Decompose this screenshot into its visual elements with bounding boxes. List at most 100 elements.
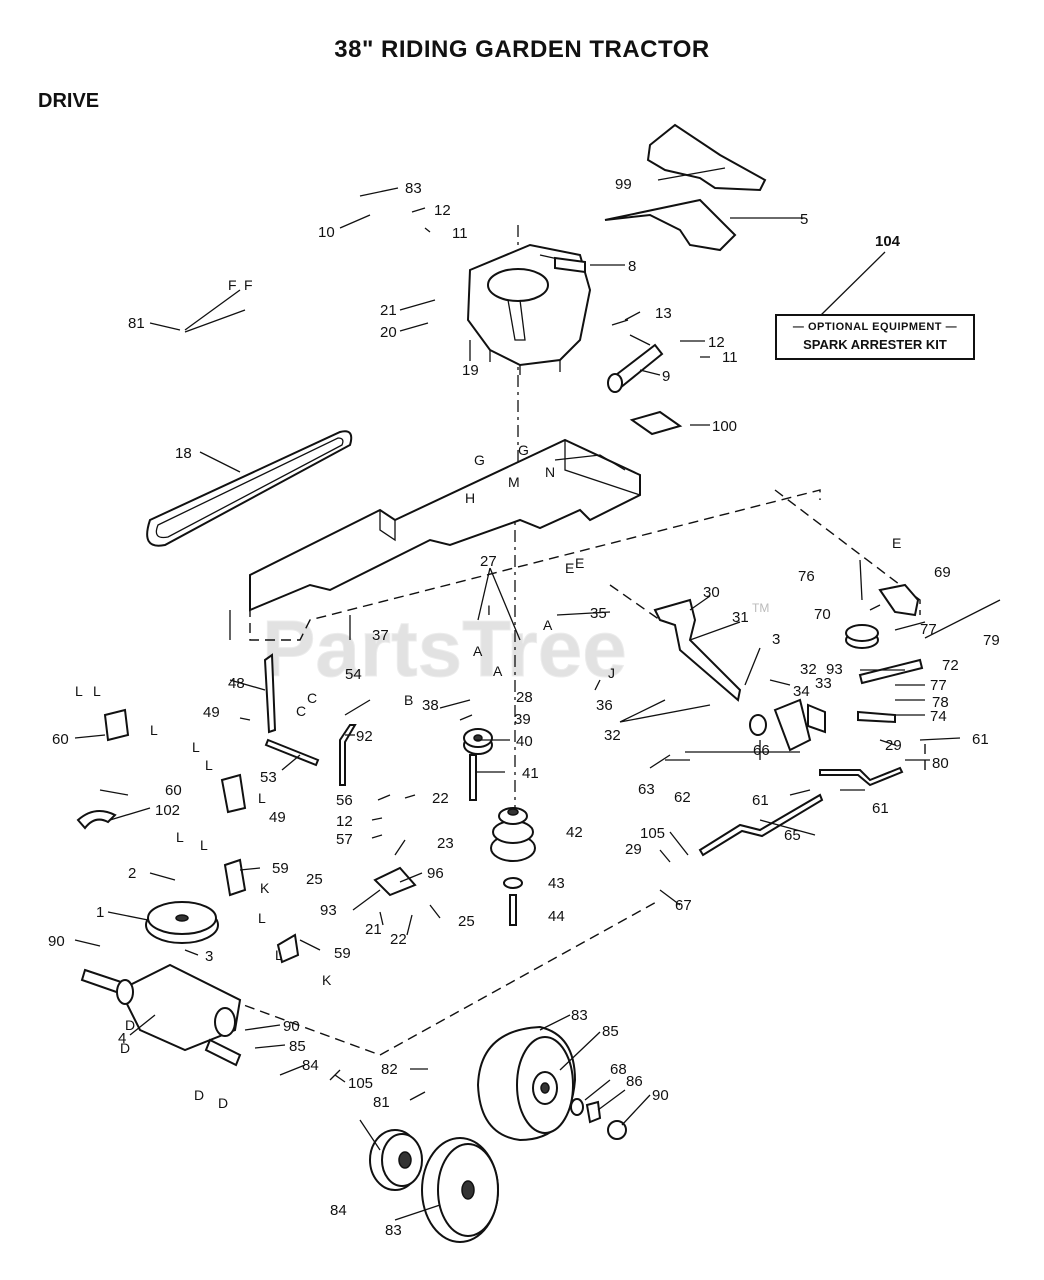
bolt-40 bbox=[469, 754, 477, 801]
callout-100: 100 bbox=[712, 418, 737, 435]
section-heading: DRIVE bbox=[38, 90, 100, 112]
rear-wheel bbox=[476, 1025, 577, 1142]
bracket-53b bbox=[276, 933, 300, 964]
svg-text:J: J bbox=[608, 665, 615, 681]
idler-pulley-39 bbox=[463, 728, 493, 755]
callout-70: 78 bbox=[932, 694, 949, 711]
callout-79: 83 bbox=[385, 1222, 402, 1239]
callout-labels: 83 12 11 10 8 5 99 104 21 20 19 13 12 11… bbox=[48, 176, 1000, 1239]
callout-15: 20 bbox=[380, 324, 397, 341]
cap-83 bbox=[585, 1100, 602, 1124]
callout-8: 8 bbox=[628, 258, 636, 275]
callout-71: 79 bbox=[983, 632, 1000, 649]
callout-40: 41 bbox=[522, 765, 539, 782]
callout-10: 10 bbox=[318, 224, 335, 241]
shift-rod bbox=[653, 598, 742, 702]
muffler bbox=[607, 319, 664, 393]
svg-text:D: D bbox=[218, 1095, 228, 1111]
svg-text:N: N bbox=[545, 464, 555, 480]
callout-93: 96 bbox=[427, 865, 444, 882]
callout-19: 22 bbox=[432, 790, 449, 807]
spark-arrester-kit-label: SPARK ARRESTER KIT bbox=[803, 337, 947, 352]
callout-28b: 29 bbox=[625, 841, 642, 858]
callout-11b: 11 bbox=[722, 349, 738, 366]
svg-text:A: A bbox=[493, 663, 503, 679]
callout-34: 35 bbox=[590, 605, 607, 622]
callout-11a: 11 bbox=[452, 225, 468, 242]
brake-rod-58 bbox=[698, 793, 824, 857]
lever-86 bbox=[339, 724, 357, 786]
bracket-67 bbox=[857, 710, 896, 724]
callout-45b: 49 bbox=[269, 809, 286, 826]
callout-17: 18 bbox=[175, 445, 192, 462]
callout-38: 39 bbox=[514, 711, 531, 728]
svg-text:M: M bbox=[508, 474, 520, 490]
svg-text:D: D bbox=[120, 1040, 130, 1056]
callout-83: 86 bbox=[626, 1073, 643, 1090]
engine-pulley-41 bbox=[490, 807, 536, 862]
callout-13b: 13 bbox=[655, 305, 672, 322]
callout-66: 72 bbox=[942, 657, 959, 674]
svg-text:I: I bbox=[487, 602, 491, 618]
heat-shield bbox=[604, 198, 737, 252]
svg-text:L: L bbox=[205, 757, 213, 773]
callout-1: 1 bbox=[96, 904, 104, 921]
callout-53b: 59 bbox=[334, 945, 351, 962]
callout-14: 19 bbox=[462, 362, 479, 379]
callout-56a: 61 bbox=[972, 731, 989, 748]
callout-23a: 25 bbox=[306, 871, 323, 888]
transaxle bbox=[80, 963, 242, 1067]
callout-28a: 29 bbox=[885, 737, 902, 754]
belt-guide-102 bbox=[76, 810, 117, 830]
leader-lines bbox=[74, 167, 961, 1221]
callout-58: 65 bbox=[784, 827, 801, 844]
svg-text:H: H bbox=[465, 490, 475, 506]
callout-67: 74 bbox=[930, 708, 947, 725]
optional-equipment-box: — OPTIONAL EQUIPMENT — SPARK ARRESTER KI… bbox=[775, 314, 975, 360]
callout-56c: 61 bbox=[872, 800, 889, 817]
callout-84: 90 bbox=[652, 1087, 669, 1104]
transaxle-pulley bbox=[145, 901, 219, 944]
callout-57: 62 bbox=[674, 789, 691, 806]
callout-36: 37 bbox=[372, 627, 389, 644]
washer-61 bbox=[749, 714, 767, 736]
callout-54a: 60 bbox=[52, 731, 69, 748]
bracket-54a bbox=[103, 708, 130, 742]
callout-27: 28 bbox=[516, 689, 533, 706]
engine bbox=[466, 243, 592, 375]
svg-text:L: L bbox=[258, 790, 266, 806]
callout-4: 4 bbox=[118, 1030, 126, 1047]
watermark: PartsTree bbox=[262, 604, 627, 693]
callout-77: 82 bbox=[381, 1061, 398, 1078]
svg-text:A: A bbox=[473, 643, 483, 659]
svg-text:E: E bbox=[575, 555, 584, 571]
optional-equipment-label: — OPTIONAL EQUIPMENT — bbox=[792, 321, 958, 333]
callout-80: 84 bbox=[330, 1202, 347, 1219]
callout-96: 105 bbox=[640, 825, 665, 842]
washer-62 bbox=[570, 1098, 584, 1116]
pulley-80 bbox=[369, 1129, 423, 1191]
svg-text:D: D bbox=[194, 1087, 204, 1103]
arm-66 bbox=[858, 658, 924, 685]
svg-text:K: K bbox=[260, 880, 270, 896]
svg-text:E: E bbox=[565, 560, 574, 576]
callout-78: 83 bbox=[571, 1007, 588, 1024]
svg-text:L: L bbox=[192, 739, 200, 755]
gasket bbox=[629, 410, 683, 436]
callout-25: 27 bbox=[480, 553, 497, 570]
callout-69a: 77 bbox=[920, 621, 937, 638]
callout-85a: 90 bbox=[48, 933, 65, 950]
rod-46 bbox=[264, 738, 320, 767]
callout-62: 68 bbox=[610, 1061, 627, 1078]
callout-102: 102 bbox=[155, 802, 180, 819]
callout-54b: 60 bbox=[165, 782, 182, 799]
bushing-32 bbox=[807, 703, 826, 734]
svg-text:F: F bbox=[244, 277, 253, 293]
callout-31a: 32 bbox=[800, 661, 817, 678]
callout-12c: 12 bbox=[336, 813, 353, 830]
callout-3a: 3 bbox=[772, 631, 780, 648]
callout-105: 105 bbox=[348, 1075, 373, 1092]
callout-21: 21 bbox=[365, 921, 382, 938]
callout-63: 69 bbox=[934, 564, 951, 581]
